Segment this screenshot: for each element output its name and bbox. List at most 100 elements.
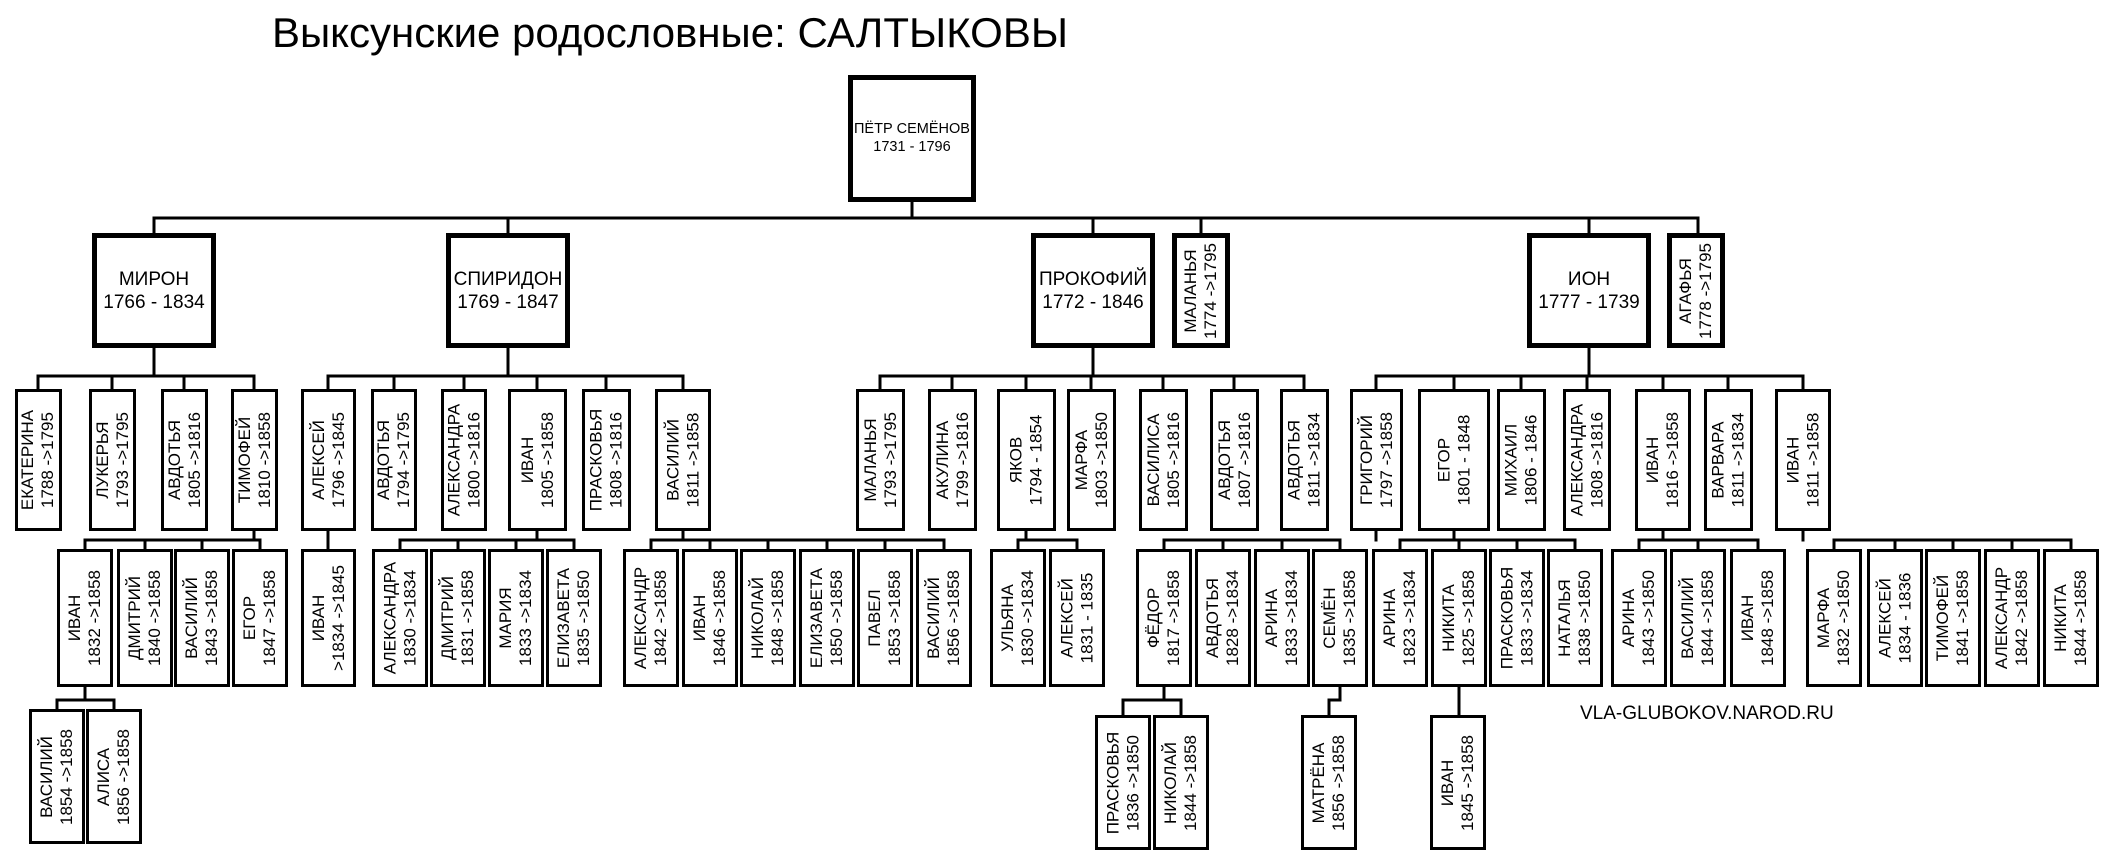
person-dates: 1800 ->1816 [464, 412, 483, 508]
person-dates: 1774 ->1795 [1201, 242, 1221, 339]
person-name: МАТРЁНА [1309, 742, 1329, 823]
person-name: ПРАСКОВЬЯ [586, 408, 606, 512]
person-name: ДМИТРИЙ [438, 575, 458, 661]
person-dates: 1772 - 1846 [1042, 291, 1144, 313]
person-dates: 1808 ->1816 [1587, 412, 1606, 508]
person-name: АЛЕКСАНДРА [380, 561, 399, 675]
person-name: НАТАЛЬЯ [1555, 579, 1575, 657]
person-dates: 1856 ->1858 [944, 570, 964, 666]
person-name: АВДОТЬЯ [1284, 419, 1304, 501]
person-name: АЛЕКСАНДР [1992, 566, 2012, 670]
person-name: ВАРВАРА [1708, 421, 1728, 499]
person-dates: 1731 - 1796 [873, 138, 951, 155]
person-dates: 1817 ->1858 [1164, 570, 1184, 666]
person-dates: 1831 ->1858 [458, 570, 478, 666]
person-dates: 1840 ->1858 [145, 570, 165, 666]
person-dates: 1811 ->1858 [683, 412, 702, 508]
person-name: ЕЛИЗАВЕТА [807, 567, 827, 669]
person-name: СПИРИДОН [453, 268, 563, 290]
person-name: ВАСИЛИЙ [1678, 577, 1698, 659]
person-name: МАРФА [1814, 587, 1834, 649]
person-dates: 1793 ->1795 [112, 412, 132, 508]
person-dates: 1848 ->1858 [1758, 570, 1778, 666]
person-name: ВАСИЛИЙ [924, 577, 944, 659]
person-dates: 1805 ->1858 [537, 412, 557, 508]
person-name: АВДОТЬЯ [1214, 419, 1234, 501]
person-name: ВАСИЛИЙ [663, 419, 682, 501]
person-name: ИВАН [1438, 759, 1458, 806]
person-name: НИКОЛАЙ [748, 577, 768, 659]
person-dates: 1830 ->1834 [1018, 570, 1038, 666]
person-dates: 1825 ->1858 [1459, 570, 1479, 666]
person-name: МИРОН [118, 268, 190, 290]
person-name: АЛЕКСЕЙ [1875, 578, 1894, 658]
person-dates: 1796 ->1845 [328, 412, 348, 508]
person-dates: 1810 ->1858 [254, 412, 274, 508]
person-name: АРИНА [1262, 588, 1282, 648]
person-name: МАЛАНЬЯ [860, 418, 880, 502]
person-dates: 1843 ->1858 [202, 570, 222, 666]
person-name: ИВАН [690, 594, 710, 642]
person-dates: 1805 ->1816 [1163, 412, 1183, 508]
person-dates: 1854 ->1858 [57, 728, 77, 825]
person-name: ЕКАТЕРИНА [18, 409, 38, 511]
person-dates: 1832 ->1858 [85, 570, 105, 666]
person-dates: 1828 ->1834 [1223, 570, 1243, 666]
person-name: ГРИГОРИЙ [1356, 414, 1376, 506]
person-dates: 1808 ->1816 [606, 412, 626, 508]
person-name: ВАСИЛИСА [1143, 413, 1163, 507]
person-dates: >1834 ->1845 [328, 565, 348, 671]
person-dates: 1811 ->1858 [1803, 412, 1822, 508]
person-name: НИКИТА [2051, 584, 2071, 652]
person-dates: 1823 ->1834 [1400, 570, 1420, 666]
person-dates: 1847 ->1858 [260, 570, 280, 666]
person-dates: 1794 - 1854 [1026, 414, 1046, 506]
person-dates: 1844 ->1858 [2071, 570, 2091, 666]
person-box-ivan-a: ИВАН>1834 ->1845 [301, 549, 356, 687]
